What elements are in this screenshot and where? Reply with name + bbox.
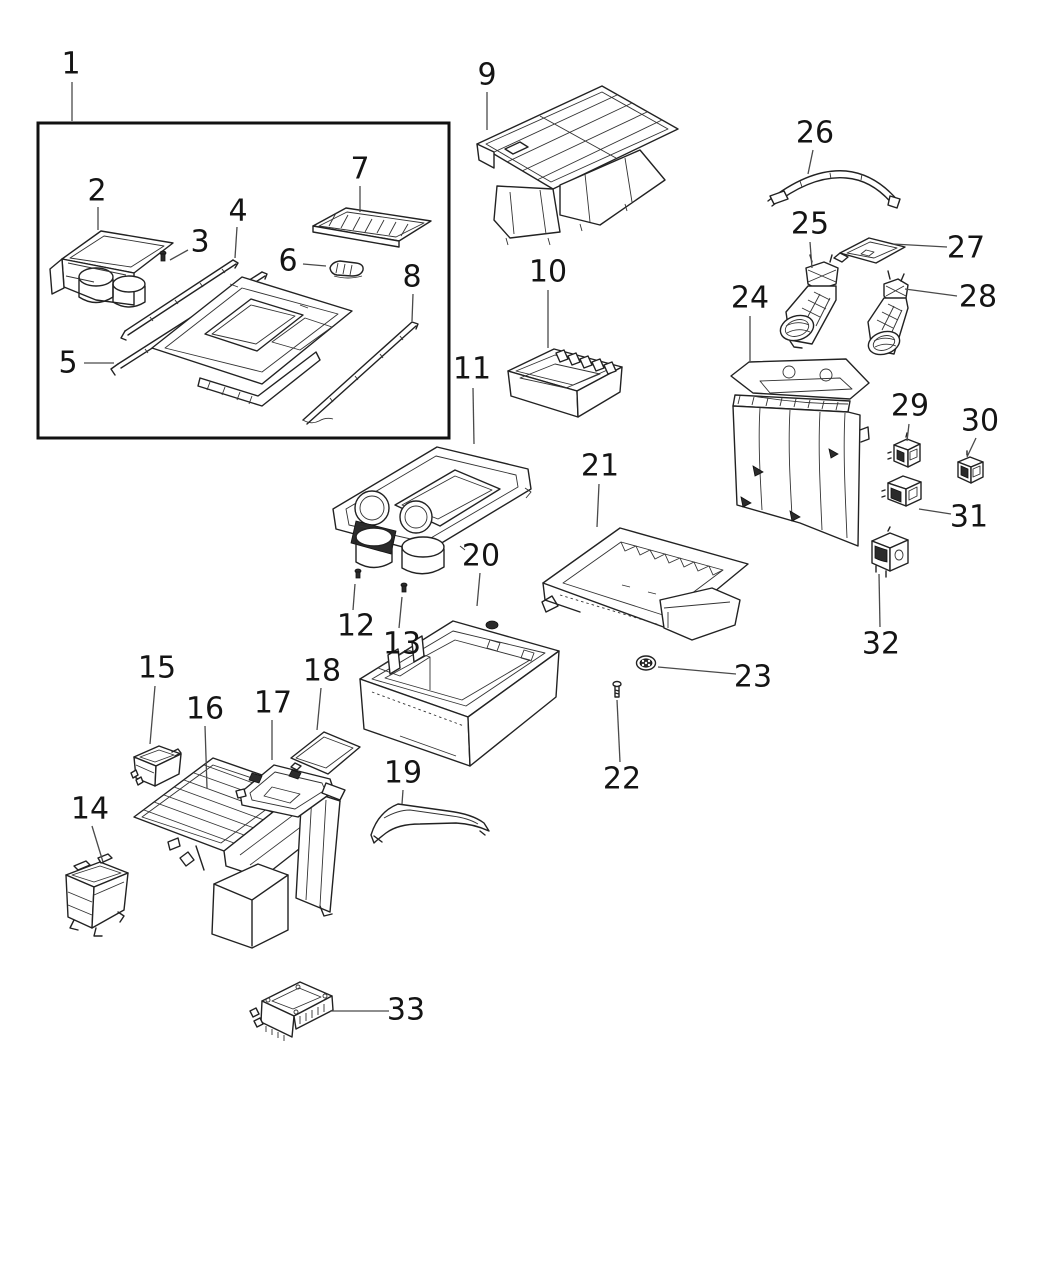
part-19-curved-bracket bbox=[370, 803, 490, 844]
part-31-connector bbox=[881, 475, 922, 507]
callout-label-11: 11 bbox=[453, 352, 491, 387]
callout-leader-6 bbox=[302, 263, 327, 267]
callout-label-5: 5 bbox=[58, 346, 77, 381]
callout-label-13: 13 bbox=[383, 627, 421, 662]
callout-leader-21 bbox=[596, 483, 600, 528]
callout-leader-27 bbox=[892, 243, 948, 248]
callout-label-10: 10 bbox=[529, 255, 567, 290]
callout-leader-25 bbox=[809, 241, 813, 269]
callout-leader-32 bbox=[878, 573, 881, 628]
callout-label-33: 33 bbox=[387, 993, 425, 1028]
callout-label-8: 8 bbox=[402, 260, 421, 295]
group-1-boundary-box bbox=[36, 121, 451, 440]
callout-label-31: 31 bbox=[950, 500, 988, 535]
callout-label-28: 28 bbox=[959, 280, 997, 315]
callout-leader-12 bbox=[352, 583, 356, 611]
callout-label-23: 23 bbox=[734, 660, 772, 695]
part-28-air-duct bbox=[867, 270, 909, 356]
callout-leader-30 bbox=[966, 437, 977, 458]
callout-label-30: 30 bbox=[961, 404, 999, 439]
callout-leader-29 bbox=[906, 423, 910, 442]
part-15-module bbox=[130, 745, 182, 787]
callout-label-27: 27 bbox=[947, 231, 985, 266]
callout-label-2: 2 bbox=[87, 174, 106, 209]
part-26-trim-strip bbox=[767, 170, 901, 209]
part-32-outlet bbox=[871, 526, 909, 578]
callout-leader-14 bbox=[91, 825, 104, 863]
callout-leader-28 bbox=[904, 288, 958, 297]
part-4-rail bbox=[120, 259, 239, 341]
part-25-air-duct bbox=[779, 254, 839, 349]
callout-leader-11 bbox=[472, 387, 475, 445]
callout-leader-20 bbox=[476, 572, 481, 607]
part-33-module bbox=[249, 981, 334, 1041]
part-9-lid-assembly bbox=[476, 85, 679, 246]
group-1-floor-deck bbox=[151, 276, 353, 407]
part-6-pad bbox=[329, 260, 364, 279]
callout-leader-15 bbox=[149, 685, 156, 745]
part-17-hinge-tray bbox=[235, 764, 346, 818]
callout-label-9: 9 bbox=[477, 58, 496, 93]
callout-leader-23 bbox=[657, 666, 737, 675]
callout-label-32: 32 bbox=[862, 627, 900, 662]
callout-label-29: 29 bbox=[891, 389, 929, 424]
part-30-connector bbox=[957, 450, 984, 484]
callout-label-3: 3 bbox=[190, 225, 209, 260]
part-27-bin-mat bbox=[833, 237, 906, 264]
callout-leader-8 bbox=[411, 293, 414, 322]
callout-label-25: 25 bbox=[791, 207, 829, 242]
part-10-divider-tray bbox=[507, 348, 623, 418]
callout-label-24: 24 bbox=[731, 281, 769, 316]
part-21-lower-frame bbox=[541, 527, 749, 641]
callout-leader-26 bbox=[807, 149, 814, 175]
part-2-cupholder-insert bbox=[49, 230, 174, 308]
callout-label-20: 20 bbox=[462, 539, 500, 574]
callout-leader-18 bbox=[316, 687, 322, 731]
callout-label-12: 12 bbox=[337, 609, 375, 644]
callout-label-21: 21 bbox=[581, 449, 619, 484]
callout-label-17: 17 bbox=[254, 686, 292, 721]
callout-label-26: 26 bbox=[796, 116, 834, 151]
part-12-screw bbox=[354, 568, 362, 579]
callout-leader-31 bbox=[918, 508, 952, 515]
callout-leader-13 bbox=[398, 596, 403, 629]
part-11-cupholder-console bbox=[332, 446, 532, 575]
callout-label-15: 15 bbox=[138, 651, 176, 686]
part-18-flat-lid bbox=[290, 731, 361, 775]
callout-leader-16 bbox=[204, 725, 208, 789]
part-29-switch bbox=[887, 432, 921, 468]
part-7-ribbed-tray bbox=[312, 207, 432, 248]
callout-label-14: 14 bbox=[71, 792, 109, 827]
part-14-module bbox=[65, 853, 129, 937]
callout-leader-22 bbox=[616, 699, 621, 763]
callout-label-1: 1 bbox=[61, 47, 80, 82]
part-3-screw bbox=[159, 250, 167, 262]
callout-label-16: 16 bbox=[186, 692, 224, 727]
callout-leader-3 bbox=[169, 249, 189, 261]
part-24-rear-panel bbox=[730, 358, 870, 547]
callout-label-22: 22 bbox=[603, 762, 641, 797]
callout-label-6: 6 bbox=[278, 244, 297, 279]
callout-label-18: 18 bbox=[303, 654, 341, 689]
part-20-storage-bin bbox=[359, 620, 560, 767]
callout-leader-4 bbox=[234, 226, 238, 259]
part-23-grommet bbox=[635, 655, 657, 671]
callout-leader-19 bbox=[401, 789, 404, 805]
callout-label-7: 7 bbox=[350, 152, 369, 187]
callout-label-19: 19 bbox=[384, 756, 422, 791]
part-13-screw bbox=[400, 582, 408, 593]
callout-label-4: 4 bbox=[228, 194, 247, 229]
part-8-rail bbox=[302, 321, 419, 425]
part-22-screw bbox=[612, 680, 622, 698]
